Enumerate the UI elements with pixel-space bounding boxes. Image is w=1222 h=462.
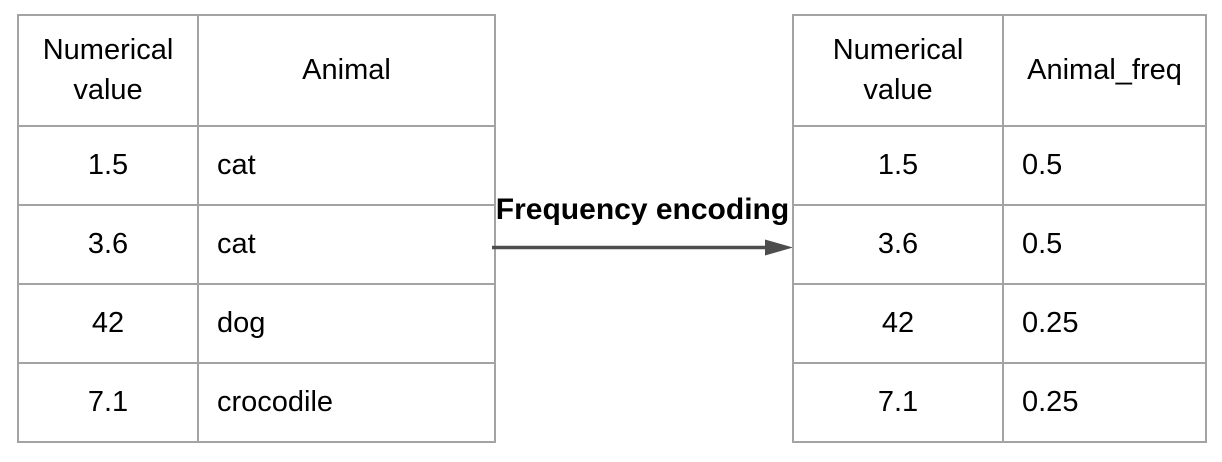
table-cell-animal-freq: 0.5 <box>1002 204 1207 285</box>
right-table-header-row: Numerical value Animal_freq <box>792 14 1207 127</box>
left-header-numerical-value: Numerical value <box>17 14 199 127</box>
table-cell-animal-freq: 0.5 <box>1002 125 1207 206</box>
table-cell-animal-freq: 0.25 <box>1002 283 1207 364</box>
table-cell-numerical-value: 3.6 <box>17 204 199 285</box>
table-cell-numerical-value: 7.1 <box>17 362 199 443</box>
table-cell-numerical-value: 7.1 <box>792 362 1004 443</box>
table-cell-animal: dog <box>197 283 496 364</box>
table-cell-numerical-value: 1.5 <box>17 125 199 206</box>
left-header-animal: Animal <box>197 14 496 127</box>
table-cell-animal-freq: 0.25 <box>1002 362 1207 443</box>
table-row: 3.6 0.5 <box>792 204 1207 285</box>
table-cell-animal: crocodile <box>197 362 496 443</box>
right-table: Numerical value Animal_freq 1.5 0.5 3.6 … <box>792 14 1207 443</box>
table-cell-animal: cat <box>197 125 496 206</box>
right-header-numerical-value: Numerical value <box>792 14 1004 127</box>
table-cell-numerical-value: 42 <box>17 283 199 364</box>
table-row: 1.5 cat <box>17 125 496 206</box>
table-cell-numerical-value: 1.5 <box>792 125 1004 206</box>
table-row: 7.1 0.25 <box>792 362 1207 443</box>
left-table: Numerical value Animal 1.5 cat 3.6 cat 4… <box>17 14 496 443</box>
transform-label: Frequency encoding <box>495 193 790 226</box>
table-row: 1.5 0.5 <box>792 125 1207 206</box>
table-row: 42 0.25 <box>792 283 1207 364</box>
left-table-header-row: Numerical value Animal <box>17 14 496 127</box>
arrow-right-icon <box>492 239 793 256</box>
right-header-animal-freq: Animal_freq <box>1002 14 1207 127</box>
table-cell-numerical-value: 3.6 <box>792 204 1004 285</box>
table-row: 3.6 cat <box>17 204 496 285</box>
table-row: 42 dog <box>17 283 496 364</box>
table-row: 7.1 crocodile <box>17 362 496 443</box>
table-cell-animal: cat <box>197 204 496 285</box>
table-cell-numerical-value: 42 <box>792 283 1004 364</box>
